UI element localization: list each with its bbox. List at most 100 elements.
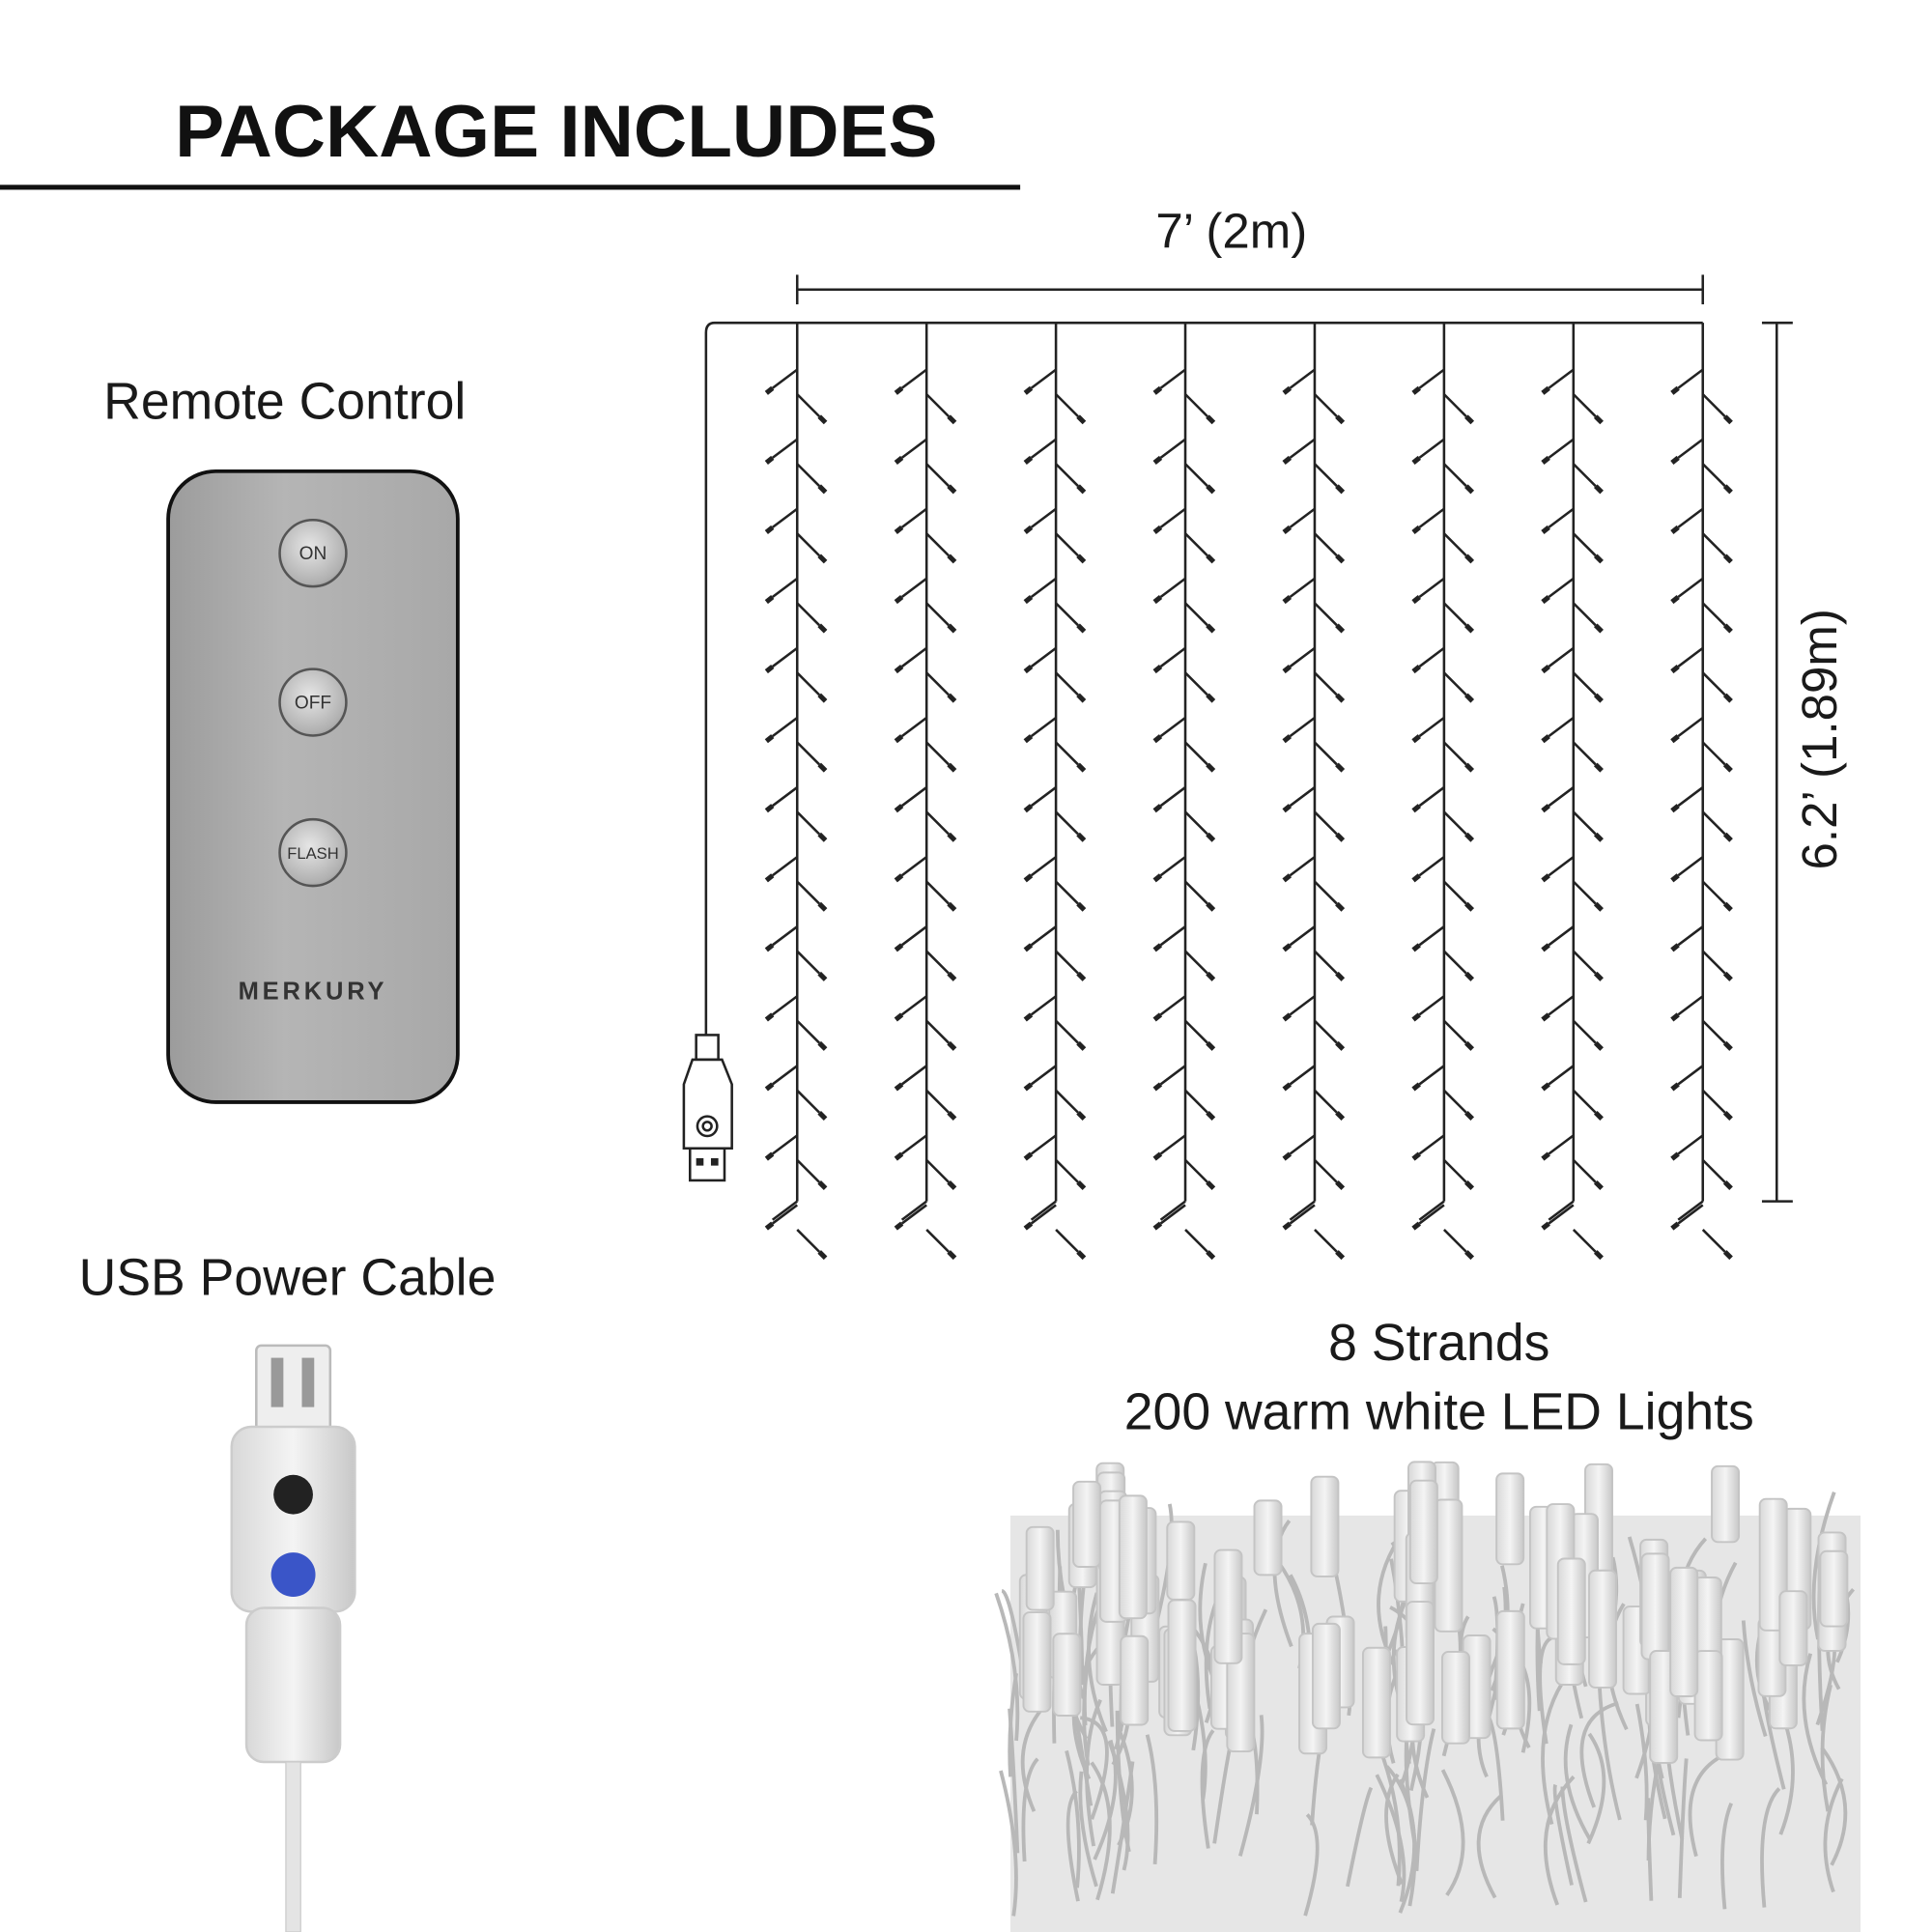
led-bulb (1819, 1549, 1849, 1628)
led-bulb (1669, 1566, 1699, 1697)
bulb-icon (900, 925, 927, 947)
light-strand (894, 323, 957, 1261)
bulb-icon (1314, 671, 1338, 696)
bulb-icon (1418, 438, 1445, 459)
bulb-icon (1442, 393, 1467, 418)
led-bulb (1072, 1480, 1102, 1568)
bulb-icon (1701, 393, 1726, 418)
bulb-icon (1418, 1204, 1445, 1225)
bulb-icon (1572, 1158, 1597, 1183)
bulb-icon (1572, 950, 1597, 975)
bulb-icon (1184, 602, 1208, 627)
bulb-icon (1159, 1204, 1186, 1225)
lead-wire (704, 321, 1703, 1036)
led-bulb (1022, 1611, 1052, 1713)
bulb-icon (1314, 602, 1338, 627)
bulb-icon (1677, 438, 1704, 459)
bulb-icon (1548, 856, 1575, 877)
bulb-icon (1030, 1204, 1057, 1225)
bulb-icon (1548, 716, 1575, 738)
bulb-icon (925, 671, 951, 696)
led-bulb (1588, 1569, 1618, 1689)
led-bulb (1120, 1634, 1150, 1726)
bulb-icon (1314, 741, 1338, 766)
bulb-icon (1289, 856, 1316, 877)
bulb-icon (1055, 1158, 1079, 1183)
bulb-icon (1442, 1089, 1467, 1114)
bulb-icon (1289, 368, 1316, 389)
light-strand (1541, 323, 1604, 1261)
curtain-width-label: 7’ (2m) (1155, 204, 1308, 259)
bulb-icon (1548, 995, 1575, 1016)
led-bulb (1495, 1609, 1525, 1730)
bulb-icon (1184, 1158, 1208, 1183)
bulb-icon (771, 646, 799, 668)
bulb-icon (771, 856, 799, 877)
bulb-icon (1418, 1065, 1445, 1086)
remote-off-button: OFF (278, 668, 348, 737)
bulb-icon (1289, 995, 1316, 1016)
bulb-icon (1314, 463, 1338, 488)
bulb-icon (1442, 1158, 1467, 1183)
bulb-icon (1418, 716, 1445, 738)
bulb-icon (1701, 532, 1726, 557)
bulb-icon (925, 741, 951, 766)
bulb-icon (1548, 1200, 1575, 1221)
bulb-icon (1055, 532, 1079, 557)
bulb-icon (1184, 810, 1208, 836)
bulb-icon (1677, 646, 1704, 668)
bulb-icon (1572, 1229, 1597, 1253)
curtain-height-label: 6.2’ (1.89m) (1793, 609, 1848, 870)
bulb-icon (925, 1229, 951, 1253)
bulb-icon (1701, 1089, 1726, 1114)
bulb-icon (1677, 1200, 1704, 1221)
bulb-icon (1184, 950, 1208, 975)
bulb-icon (1159, 925, 1186, 947)
bulb-icon (796, 532, 821, 557)
bulb-icon (771, 786, 799, 808)
bulb-icon (1184, 741, 1208, 766)
bulb-icon (771, 507, 799, 528)
bulb-icon (1701, 463, 1726, 488)
bulb-icon (1442, 810, 1467, 836)
bulb-icon (1572, 1019, 1597, 1044)
bulb-icon (1030, 786, 1057, 808)
bulb-icon (1572, 463, 1597, 488)
bulb-icon (1184, 671, 1208, 696)
led-bulb (1556, 1557, 1586, 1665)
bulb-icon (1701, 1229, 1726, 1253)
bulb-icon (1289, 925, 1316, 947)
bulb-icon (1548, 646, 1575, 668)
bulb-icon (900, 856, 927, 877)
bulb-icon (900, 786, 927, 808)
led-bulb (1213, 1548, 1243, 1664)
bulb-icon (1055, 1019, 1079, 1044)
bulb-icon (1548, 925, 1575, 947)
bulb-icon (1677, 925, 1704, 947)
bulb-icon (900, 368, 927, 389)
light-strand (1152, 323, 1216, 1261)
usb-connector-icon (682, 1034, 733, 1182)
bulb-icon (900, 646, 927, 668)
led-bulb (1310, 1475, 1340, 1577)
page-title: PACKAGE INCLUDES (175, 90, 938, 173)
remote-on-button: ON (278, 518, 348, 588)
bulb-icon (1572, 671, 1597, 696)
bulb-icon (1055, 602, 1079, 627)
led-bulb (1441, 1650, 1470, 1745)
led-bulb (1711, 1464, 1741, 1544)
bulb-icon (925, 602, 951, 627)
bulb-icon (1030, 1134, 1057, 1155)
usb-led-icon (270, 1552, 316, 1598)
bulb-icon (796, 741, 821, 766)
bulb-icon (1314, 810, 1338, 836)
bulb-icon (1701, 950, 1726, 975)
bulb-icon (1548, 577, 1575, 599)
bulb-icon (1548, 1204, 1575, 1225)
light-strand (1282, 323, 1346, 1261)
bulb-icon (771, 1134, 799, 1155)
bulb-icon (1572, 880, 1597, 905)
brand-logo: MERKURY (238, 978, 388, 1006)
